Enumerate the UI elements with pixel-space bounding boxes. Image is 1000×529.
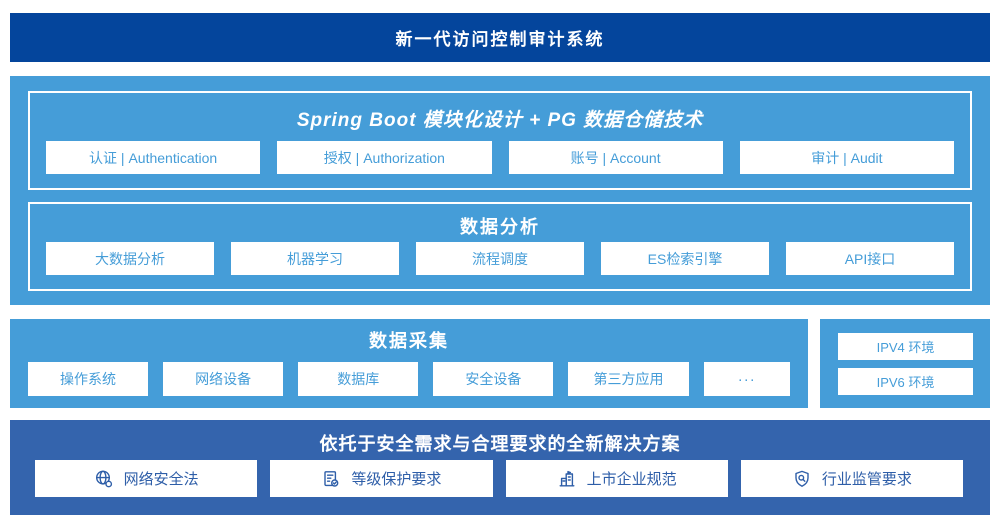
ipv4-environment: IPV4 环境 [838, 333, 973, 360]
requirement-label: 上市企业规范 [586, 471, 677, 488]
requirement-classified-protection: 等级保护要求 [270, 460, 493, 497]
module-bigdata-analysis: 大数据分析 [46, 242, 214, 275]
source-third-party-app: 第三方应用 [568, 362, 689, 396]
source-network-device: 网络设备 [163, 362, 284, 396]
requirement-label: 网络安全法 [123, 471, 199, 488]
requirement-label: 等级保护要求 [351, 471, 442, 488]
requirement-industry-regulation: 行业监管要求 [740, 460, 963, 497]
spring-boot-section: Spring Boot 模块化设计 + PG 数据仓储技术 认证 | Authe… [28, 91, 972, 190]
data-collection-sources: 操作系统 网络设备 数据库 安全设备 第三方应用 ··· [28, 362, 791, 396]
module-process-scheduling: 流程调度 [416, 242, 584, 275]
module-audit: 审计 | Audit [739, 141, 954, 174]
shield-search-icon [792, 469, 812, 489]
source-operating-system: 操作系统 [28, 362, 149, 396]
ipv6-environment: IPV6 环境 [838, 368, 973, 395]
requirement-label: 行业监管要求 [821, 471, 912, 488]
solution-panel: 依托于安全需求与合理要求的全新解决方案 网络安全法 [10, 420, 990, 515]
platform-panel: Spring Boot 模块化设计 + PG 数据仓储技术 认证 | Authe… [10, 76, 990, 305]
source-security-device: 安全设备 [433, 362, 554, 396]
building-icon [557, 469, 577, 489]
module-account: 账号 | Account [508, 141, 723, 174]
document-check-icon [321, 469, 341, 489]
data-analysis-section: 数据分析 大数据分析 机器学习 流程调度 ES检索引擎 API接口 [28, 202, 972, 291]
page-title: 新一代访问控制审计系统 [395, 30, 605, 49]
module-machine-learning: 机器学习 [231, 242, 399, 275]
solution-requirements: 网络安全法 等级保护要求 [35, 460, 963, 497]
source-database: 数据库 [298, 362, 419, 396]
source-more-ellipsis: ··· [703, 362, 791, 396]
spring-boot-modules: 认证 | Authentication 授权 | Authorization 账… [46, 141, 954, 174]
network-environment-panel: IPV4 环境 IPV6 环境 [820, 319, 990, 408]
requirement-cybersecurity-law: 网络安全法 [35, 460, 258, 497]
data-analysis-modules: 大数据分析 机器学习 流程调度 ES检索引擎 API接口 [46, 242, 954, 275]
module-authorization: 授权 | Authorization [277, 141, 492, 174]
module-es-search-engine: ES检索引擎 [601, 242, 769, 275]
requirement-listed-company: 上市企业规范 [505, 460, 728, 497]
data-collection-title: 数据采集 [369, 331, 449, 351]
module-authentication: 认证 | Authentication [46, 141, 261, 174]
solution-title: 依托于安全需求与合理要求的全新解决方案 [319, 434, 681, 454]
data-collection-panel: 数据采集 操作系统 网络设备 数据库 安全设备 第三方应用 ··· [10, 319, 808, 408]
spring-boot-title: Spring Boot 模块化设计 + PG 数据仓储技术 [296, 110, 704, 131]
globe-icon [94, 469, 114, 489]
data-analysis-title: 数据分析 [460, 217, 540, 237]
top-banner: 新一代访问控制审计系统 [10, 13, 990, 62]
module-api-interface: API接口 [786, 242, 954, 275]
